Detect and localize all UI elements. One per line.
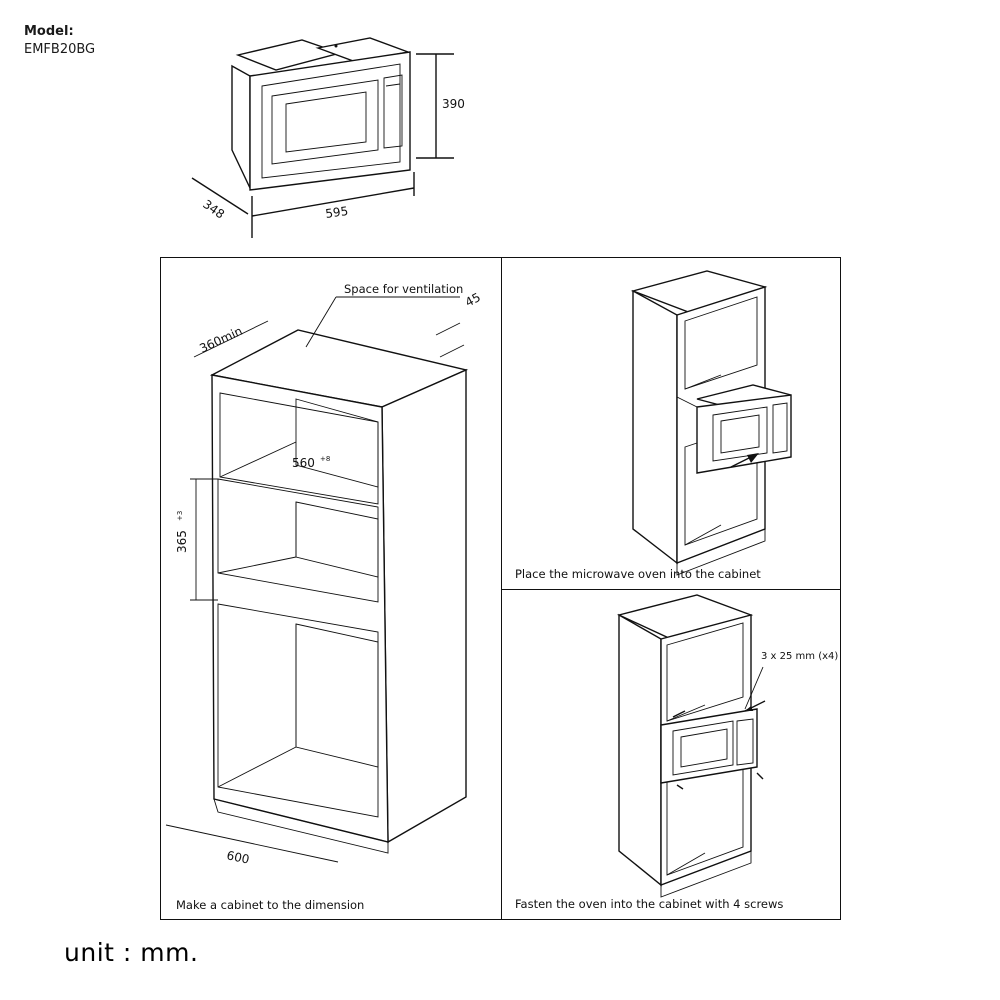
model-number: EMFB20BG [24,42,96,57]
inner-width-tolerance: +8 [320,455,330,463]
cabinet-dimension-drawing: Space for ventilation 45 360min 560 +8 3… [165,282,483,912]
opening-height-tolerance: +3 [176,511,184,521]
depth-min-dimension: 360min [197,324,244,356]
front-frame [249,51,411,191]
cabinet-side [381,368,467,844]
product-dimension-drawing: 390 595 348 [191,37,465,238]
fasten-oven-drawing: 3 x 25 mm (x4) Fasten the oven into the … [515,594,838,911]
panel-fasten-oven [501,589,841,920]
screw-spec: 3 x 25 mm (x4) [761,651,838,662]
model-label: Model: [24,24,74,39]
height-dimension: 390 [442,97,465,111]
caption-place-oven: Place the microwave oven into the cabine… [515,567,761,581]
caption-fasten-oven: Fasten the oven into the cabinet with 4 … [515,897,783,911]
side-panel [231,64,251,189]
depth-dimension: 348 [200,197,227,222]
ventilation-label: Space for ventilation [344,282,463,296]
opening-height-dimension: 365 [175,530,189,553]
width-dimension: 595 [324,204,349,221]
microwave-front [696,394,792,474]
ventilation-gap-dimension: 45 [463,290,483,310]
place-oven-drawing: Place the microwave oven into the cabine… [515,270,792,581]
unit-note: unit : mm. [64,938,199,967]
cabinet-width-dimension: 600 [225,848,250,866]
inner-width-dimension: 560 [292,456,315,470]
caption-make-cabinet: Make a cabinet to the dimension [176,898,364,912]
cabinet-front [211,374,389,843]
